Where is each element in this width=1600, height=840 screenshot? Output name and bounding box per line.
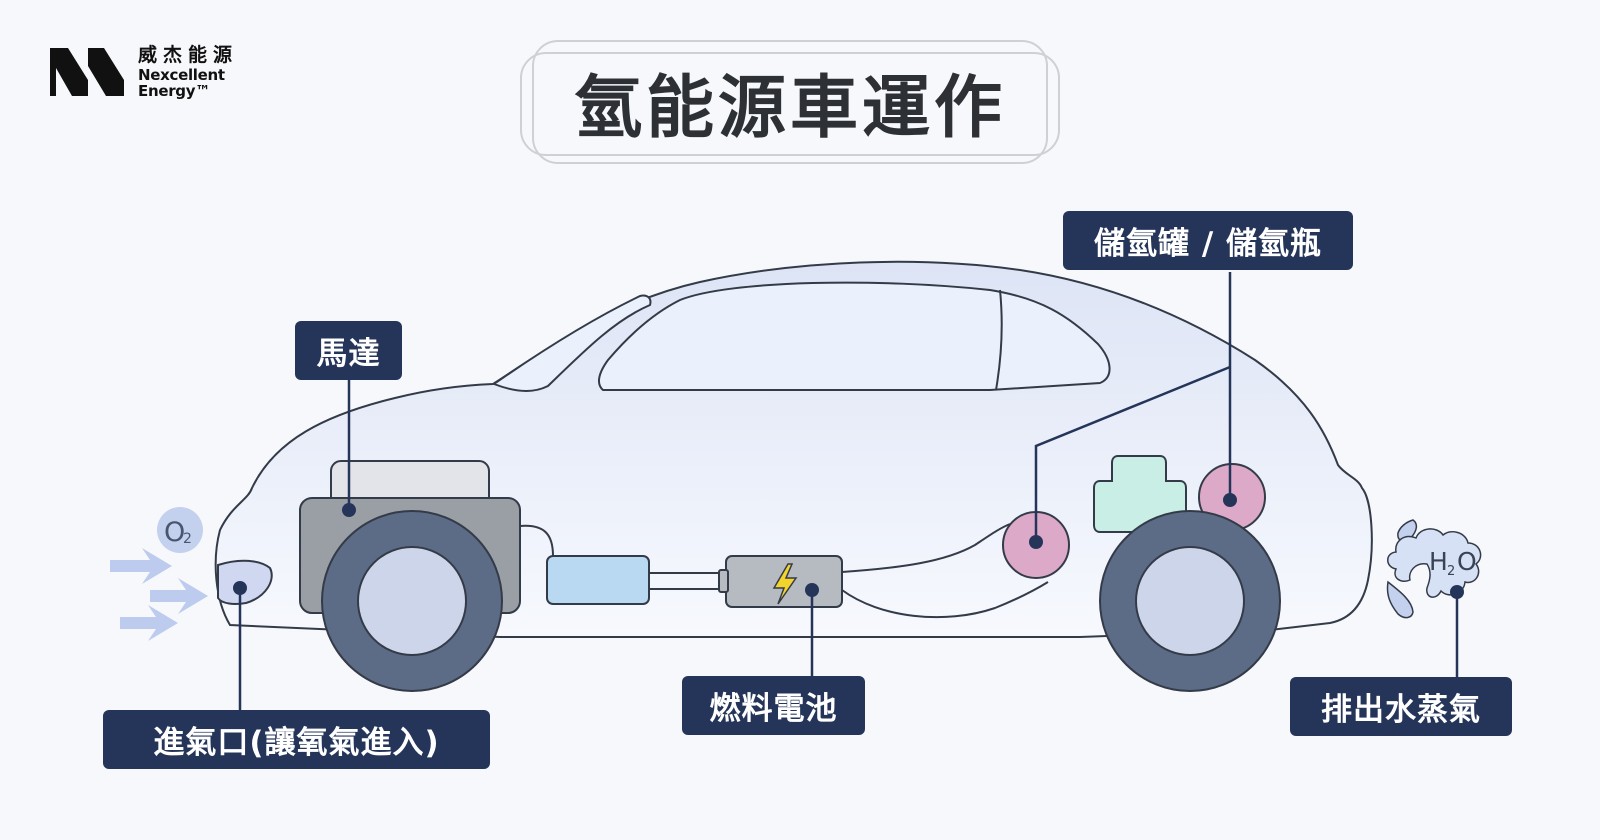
water-o: O <box>1457 547 1477 576</box>
motor-dot <box>342 503 356 517</box>
tank-bottom-dot <box>1029 535 1043 549</box>
intake-dot <box>233 581 247 595</box>
nexcellent-logo-icon <box>50 48 124 96</box>
air-arrow-icon <box>110 548 172 584</box>
motor-battery-wire <box>519 524 554 557</box>
fuelcell-tank-pipe-upper <box>841 523 1011 573</box>
rear-wheel <box>1099 510 1281 692</box>
battery-pack <box>546 555 650 605</box>
oxygen-symbol: O <box>164 517 185 548</box>
brand-name-en-1: Nexcellent <box>138 65 225 84</box>
oxygen-bubble: O 2 <box>157 507 203 553</box>
front-wheel <box>321 510 503 692</box>
label-fuel-cell: 燃料電池 <box>682 676 865 735</box>
windshield <box>491 294 652 392</box>
water-drop-icon <box>1386 580 1414 619</box>
brand-text: 威杰能源 Nexcellent Energy™ <box>138 44 239 100</box>
label-motor: 馬達 <box>295 321 402 380</box>
callout-lines <box>238 272 1459 710</box>
air-flow-arrows <box>110 548 208 641</box>
label-hydrogen-tank: 儲氫罐 / 儲氫瓶 <box>1063 211 1353 270</box>
brand-name-en-2: Energy™ <box>138 81 210 100</box>
window-rear <box>598 281 1111 391</box>
water-subscript: 2 <box>1447 564 1455 579</box>
fuelcell-tank-pipe-lower <box>841 581 1049 619</box>
brand-logo: 威杰能源 Nexcellent Energy™ <box>48 44 278 106</box>
title-frame-inner <box>532 40 1048 164</box>
oxygen-subscript: 2 <box>183 531 192 547</box>
exhaust-dot <box>1450 585 1464 599</box>
title-frame-outer <box>520 52 1060 156</box>
air-intake <box>217 559 273 605</box>
air-arrow-icon <box>150 578 208 614</box>
page-title: 氫能源車運作 <box>573 68 1006 148</box>
tank-top-dot <box>1223 493 1237 507</box>
callout-dots <box>233 493 1464 599</box>
fuel-cell-terminal <box>718 569 729 593</box>
battery-fuelcell-pipe <box>646 572 730 590</box>
tank-branch-line <box>1034 365 1231 542</box>
window-divider <box>995 289 1003 391</box>
label-air-intake: 進氣口(讓氧氣進入) <box>103 710 490 769</box>
title-box: 氫能源車運作 <box>520 40 1060 164</box>
water-h: H <box>1429 547 1448 576</box>
brand-name-zh: 威杰能源 <box>138 44 239 66</box>
lightning-bolt-icon <box>772 563 798 605</box>
air-arrow-icon <box>120 605 178 641</box>
water-vapor-cloud: H 2 O <box>1386 519 1482 619</box>
label-exhaust: 排出水蒸氣 <box>1290 677 1512 736</box>
fuel-cell-dot <box>805 583 819 597</box>
